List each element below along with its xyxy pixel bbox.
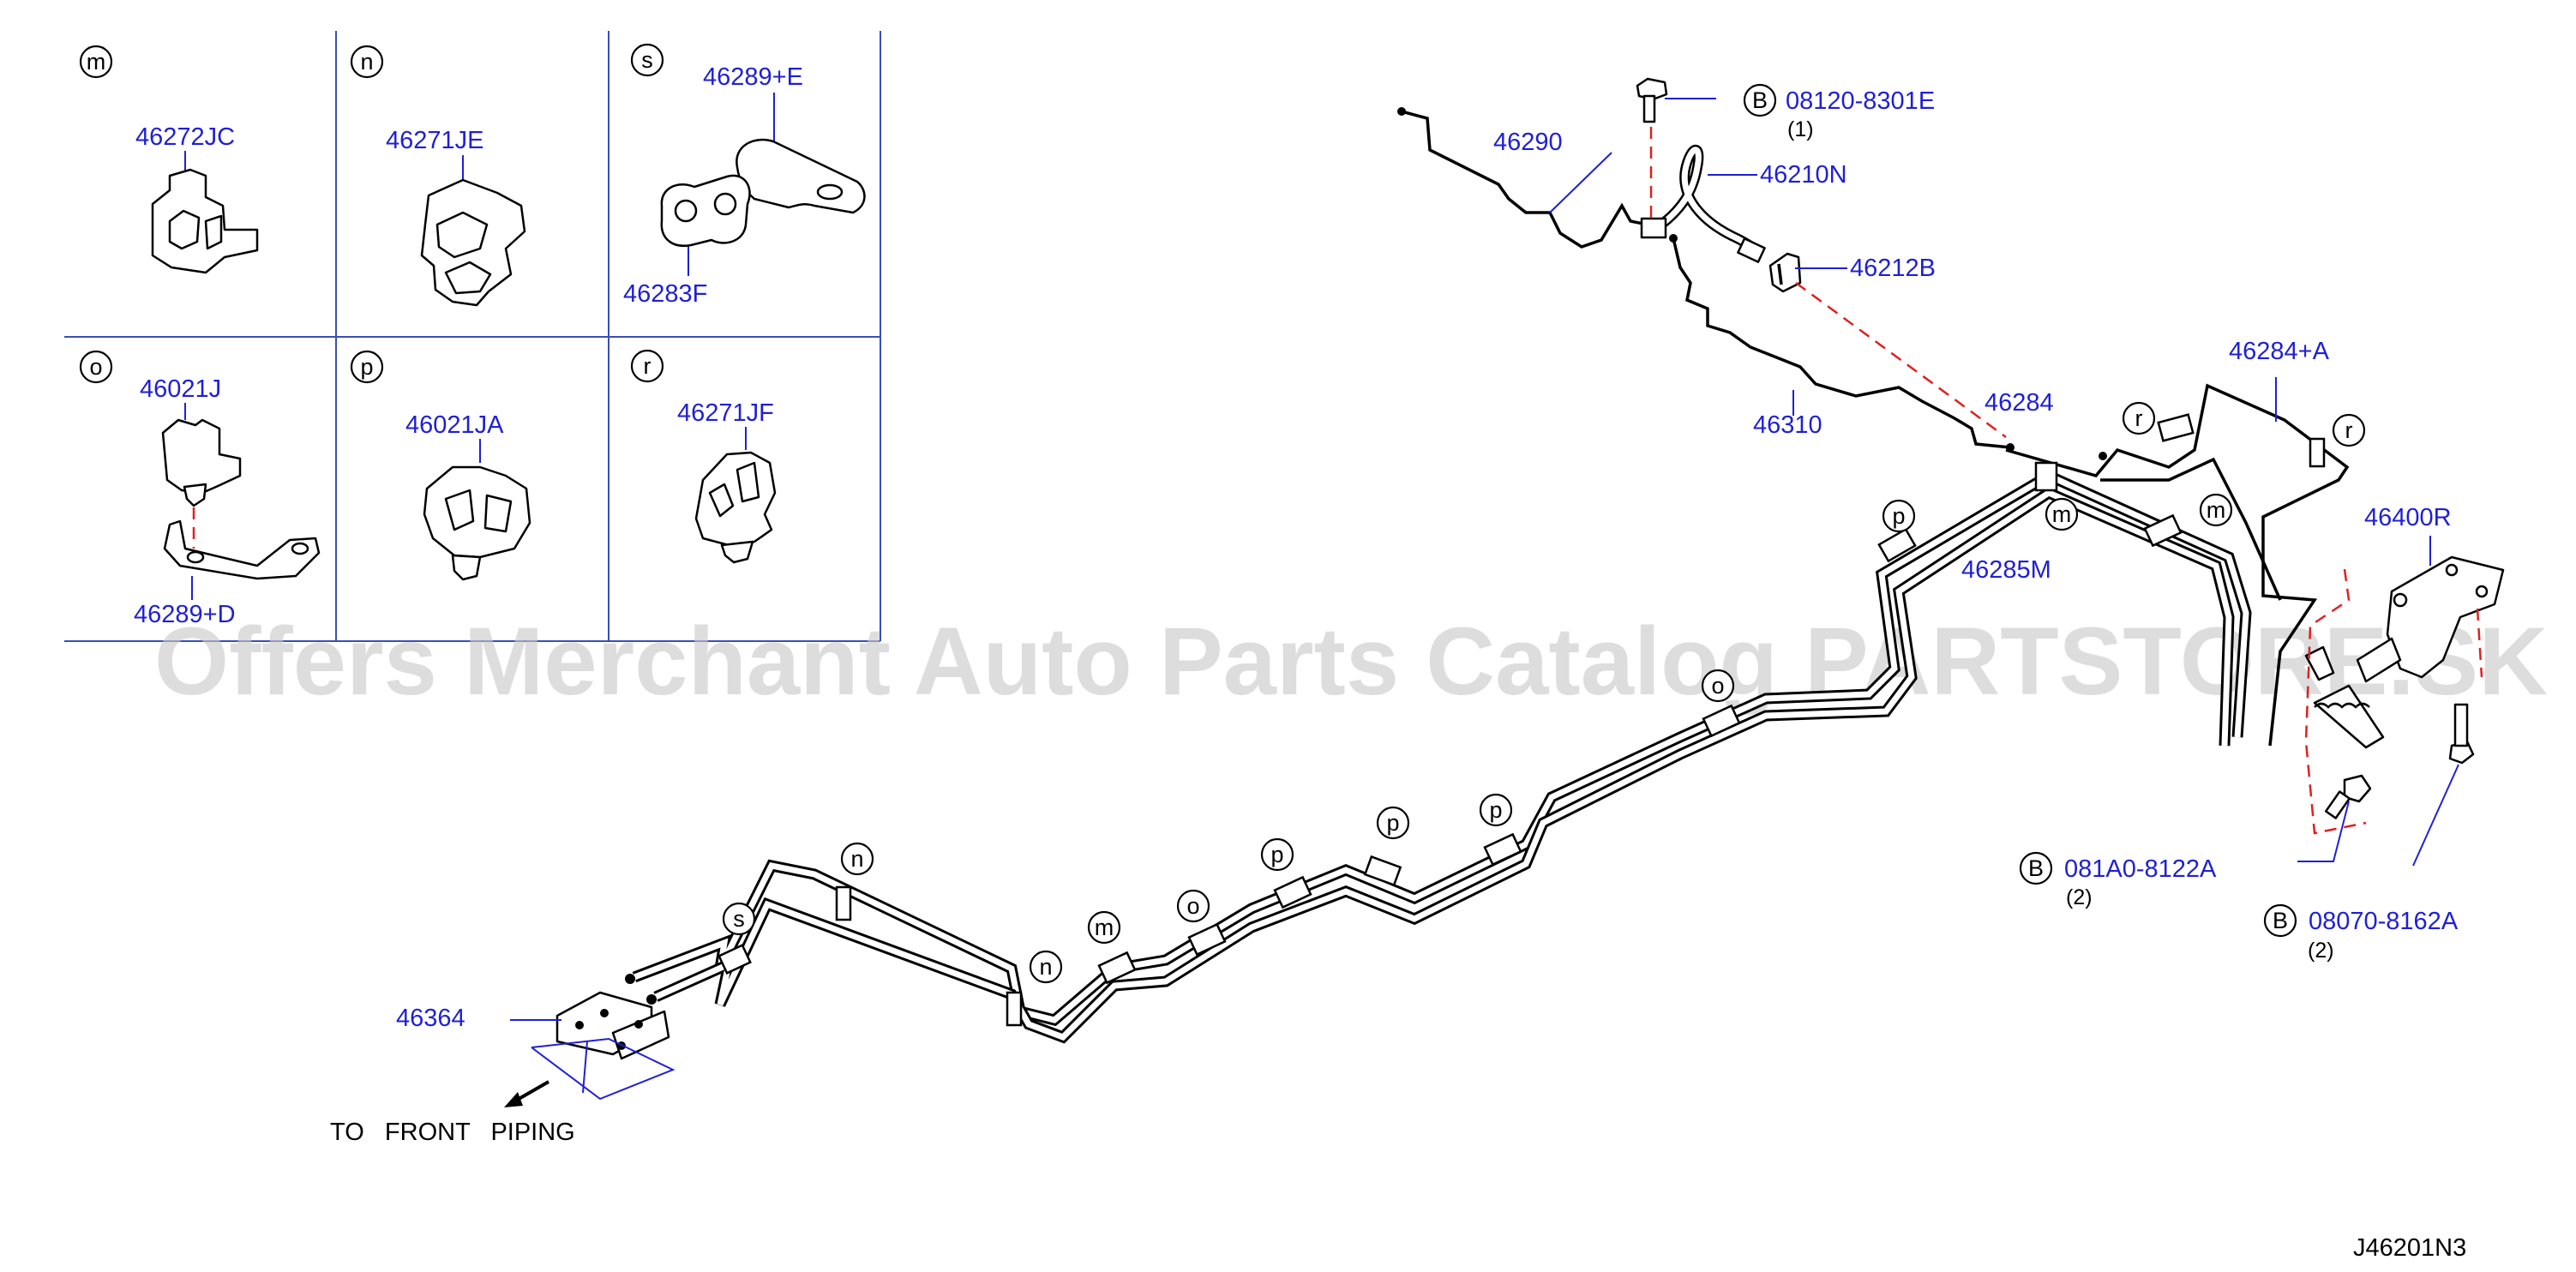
part-label-46271JF[interactable]: 46271JF	[677, 399, 774, 427]
connector-46364-drawing	[531, 991, 676, 1101]
legend-grid	[64, 31, 881, 642]
part-label-08070-8162A[interactable]: 08070-8162A	[2309, 908, 2459, 935]
qty-label: (2)	[2308, 939, 2334, 963]
clip-letter: r	[2345, 417, 2353, 443]
part-label-46290[interactable]: 46290	[1493, 129, 1563, 156]
legend-cell-o: o 46021J 46289+D	[79, 350, 321, 628]
part-label-46284[interactable]: 46284	[1985, 389, 2054, 417]
qty-label: (1)	[1787, 117, 1814, 141]
clip-letter: p	[1892, 503, 1905, 529]
part-label-46400R[interactable]: 46400R	[2364, 504, 2452, 531]
legend-letter-n-circle	[350, 45, 384, 79]
clip-letter: r	[2135, 405, 2143, 431]
front-piping-note: TO FRONT PIPING	[330, 1119, 575, 1146]
watermark: Offers Merchant Auto Parts Catalog PARTS…	[154, 608, 2548, 715]
qty-label: (2)	[2066, 885, 2093, 909]
legend-cell-s: s 46289+E 46283F	[623, 43, 866, 308]
part-label-46210N[interactable]: 46210N	[1760, 161, 1847, 189]
clip-letter: s	[733, 906, 745, 932]
part-label-46272JC[interactable]: 46272JC	[135, 123, 235, 151]
clip-letter: n	[1039, 954, 1052, 980]
clip-letter: p	[1386, 810, 1399, 836]
pipe-46290	[1397, 107, 1666, 249]
legend-letter-p-circle	[350, 350, 384, 384]
legend-letter-s-circle	[630, 43, 664, 77]
part-label-46021J[interactable]: 46021J	[140, 375, 221, 403]
legend-cell-r: r 46271JF	[630, 349, 777, 564]
legend-letter-m: m	[87, 49, 106, 75]
clip-letter: p	[1489, 797, 1502, 823]
clip-46289E-drawing	[736, 138, 866, 214]
bolt-marker: B	[1752, 87, 1768, 113]
part-label-46284A[interactable]: 46284+A	[2229, 338, 2330, 365]
clip-letter-markers: s n n m o p p p o p m m r r	[722, 401, 2366, 984]
lock-plate-46212B	[1768, 252, 1802, 293]
pipe-clips	[718, 413, 2326, 1027]
legend-letter-r: r	[644, 353, 652, 379]
clip-46021JA-drawing	[423, 465, 531, 581]
legend-letter-s: s	[641, 47, 653, 73]
clip-letter: m	[1095, 915, 1114, 940]
main-brake-pipe	[625, 469, 2252, 1044]
legend-cell-n: n 46271JE	[350, 45, 526, 307]
clip-letter: o	[1711, 673, 1724, 699]
part-label-46289D[interactable]: 46289+D	[134, 601, 236, 628]
legend-letter-n: n	[360, 49, 373, 75]
part-label-46283F[interactable]: 46283F	[623, 280, 707, 308]
part-label-081A0-8122A[interactable]: 081A0-8122A	[2064, 855, 2217, 883]
valve-46400R-drawing	[2304, 555, 2505, 749]
clip-letter: o	[1186, 893, 1199, 919]
bolt-marker: B	[2273, 908, 2288, 933]
part-label-46212B[interactable]: 46212B	[1850, 255, 1936, 282]
legend-letter-r-circle	[630, 349, 664, 383]
part-label-08120-8301E[interactable]: 08120-8301E	[1786, 87, 1935, 115]
part-label-46285M[interactable]: 46285M	[1961, 556, 2051, 584]
clip-46271JE-drawing	[420, 178, 526, 307]
clip-46271JF-drawing	[694, 451, 777, 564]
part-label-46271JE[interactable]: 46271JE	[386, 127, 484, 154]
bolt-081A0-8122A-drawing	[2324, 774, 2372, 819]
callouts: 46290 46210N 46212B 46310 46284 46284+A …	[330, 83, 2466, 1262]
dashed-valve-outline	[2304, 568, 2483, 835]
legend-cell-p: p 46021JA	[350, 350, 531, 581]
clip-letter: m	[2207, 497, 2226, 523]
front-arrow-icon	[504, 1080, 549, 1107]
clip-46272JC-drawing	[151, 168, 259, 274]
bolt-08070-8162A-drawing	[2448, 703, 2475, 765]
clip-letter: m	[2052, 501, 2072, 527]
bolt-08120-8301E-drawing	[1636, 77, 1668, 123]
part-label-46310[interactable]: 46310	[1753, 411, 1822, 439]
clip-letter: p	[1270, 842, 1283, 867]
bolt-marker: B	[2028, 855, 2044, 881]
legend-cell-m: m 46272JC	[79, 45, 259, 274]
pipe-46310	[1669, 234, 2015, 452]
clip-letter: n	[850, 846, 863, 872]
legend-letter-o-circle	[79, 350, 113, 384]
clip-46021J-drawing	[161, 418, 242, 507]
part-label-46364[interactable]: 46364	[396, 1005, 465, 1032]
grommet-46283F-drawing	[660, 174, 751, 248]
part-label-46021JA[interactable]: 46021JA	[405, 411, 504, 439]
bracket-46289D-drawing	[163, 519, 321, 580]
part-label-46289E[interactable]: 46289+E	[703, 63, 803, 91]
hose-46210N	[1640, 144, 1766, 263]
legend-letter-m-circle	[79, 45, 113, 79]
drawing-code: J46201N3	[2353, 1234, 2466, 1262]
legend-letter-p: p	[360, 354, 373, 380]
legend-letter-o: o	[89, 354, 102, 380]
